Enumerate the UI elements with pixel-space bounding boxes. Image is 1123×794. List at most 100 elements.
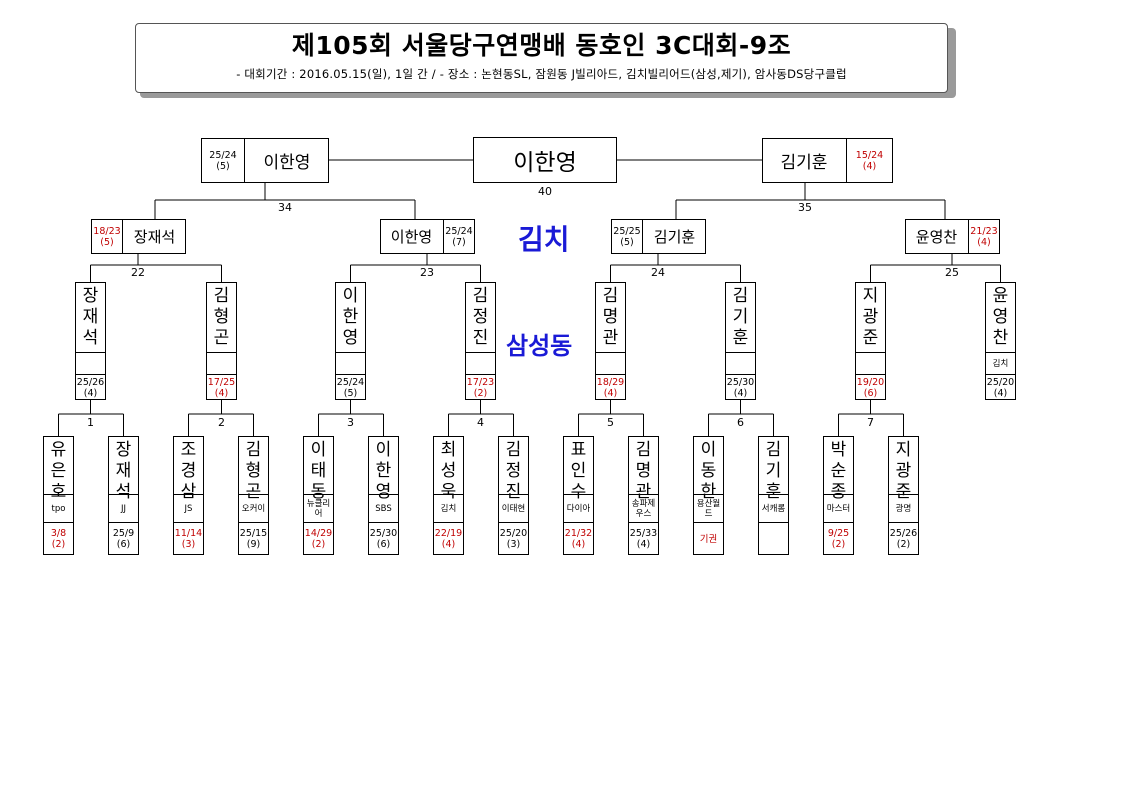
r16-score-7: 19/20(6) — [855, 374, 886, 400]
inning-value: (5) — [343, 387, 358, 399]
quarter-name-2: 이한영 — [390, 228, 433, 246]
r32-score-12 — [758, 522, 789, 555]
r32-name-text: 최성욱 — [440, 440, 457, 502]
quarter-name-3: 김기훈 — [653, 228, 696, 246]
r32-box-6 — [368, 436, 399, 555]
r32-club-6: SBS — [368, 494, 399, 522]
r32-name-text: 표인수 — [570, 440, 587, 502]
r32-name-text: 이한영 — [375, 440, 392, 502]
quarter-score-cell-4 — [968, 219, 1000, 254]
inning-value: (4) — [83, 387, 98, 399]
inning-value: (4) — [733, 387, 748, 399]
inning-value: (5) — [100, 236, 114, 248]
score-value: 25/24 — [336, 376, 365, 388]
r32-name-text: 유은호 — [50, 440, 67, 502]
score-value: 14/29 — [304, 528, 333, 539]
r16-name-text: 김정진 — [472, 286, 489, 348]
r16-name-text: 윤영찬 — [992, 286, 1009, 348]
r16-score-8: 25/20(4) — [985, 374, 1016, 400]
score-value: 9/25 — [827, 528, 850, 539]
r32-name-text: 박순종 — [830, 440, 847, 502]
score-value: 25/33 — [629, 528, 658, 539]
inning-value: (6) — [376, 539, 391, 550]
r32-club-14: 광명 — [888, 494, 919, 522]
r32-score-2: 25/9(6) — [108, 522, 139, 555]
match-number-q4: 25 — [945, 266, 959, 279]
r32-name-4: 김형곤 — [238, 436, 269, 502]
inning-value: (6) — [116, 539, 131, 550]
r32-club-3: JS — [173, 494, 204, 522]
score-value: 25/30 — [726, 376, 755, 388]
semi-score-cell-left — [201, 138, 245, 183]
inning-value: (3) — [506, 539, 521, 550]
score-value: 21/32 — [564, 528, 593, 539]
page-title: 제105회 서울당구연맹배 동호인 3C대회-9조 — [291, 31, 792, 60]
r32-name-13: 박순종 — [823, 436, 854, 502]
r32-name-text: 김정진 — [505, 440, 522, 502]
r16-box-6 — [725, 282, 756, 400]
r16-score-5: 18/29(4) — [595, 374, 626, 400]
r16-name-1: 장재석 — [75, 282, 106, 352]
r32-score-9: 21/32(4) — [563, 522, 594, 555]
score-value: 25/15 — [239, 528, 268, 539]
r32-club-1: tpo — [43, 494, 74, 522]
r16-score-2: 17/25(4) — [206, 374, 237, 400]
inning-value: (4) — [571, 539, 586, 550]
r32-score-5: 14/29(2) — [303, 522, 334, 555]
quarter-score-cell-3 — [611, 219, 643, 254]
inning-value: (4) — [636, 539, 651, 550]
quarter-score-1: 18/23(5) — [91, 219, 123, 254]
r16-score-4: 17/23(2) — [465, 374, 496, 400]
r32-score-8: 25/20(3) — [498, 522, 529, 555]
score-value: 기권 — [699, 533, 718, 545]
champion-name: 이한영 — [513, 150, 577, 176]
r16-box-7 — [855, 282, 886, 400]
r16-name-5: 김명관 — [595, 282, 626, 352]
r16-score-1: 25/26(4) — [75, 374, 106, 400]
match-number-semi-right: 35 — [798, 201, 812, 214]
quarter-score-2: 25/24(7) — [443, 219, 475, 254]
match-number-r16-7: 7 — [867, 416, 874, 429]
r16-box-3 — [335, 282, 366, 400]
r16-club-8: 김치 — [985, 352, 1016, 374]
r32-club-11: 용산월드 — [693, 494, 724, 522]
score-value: 25/26 — [76, 376, 105, 388]
r32-name-11: 이동한 — [693, 436, 724, 502]
r32-name-text: 장재석 — [115, 440, 132, 502]
r32-name-text: 이동한 — [700, 440, 717, 502]
r32-name-6: 이한영 — [368, 436, 399, 502]
score-value: 18/23 — [93, 225, 121, 237]
r32-club-12: 서캐롬 — [758, 494, 789, 522]
quarter-score-cell-1 — [91, 219, 123, 254]
match-number-r16-4: 4 — [477, 416, 484, 429]
r16-name-3: 이한영 — [335, 282, 366, 352]
r16-name-text: 지광준 — [862, 286, 879, 348]
r32-box-9 — [563, 436, 594, 555]
r16-club-7 — [855, 352, 886, 374]
r32-box-10 — [628, 436, 659, 555]
r32-club-10: 송파제우스 — [628, 494, 659, 522]
r32-name-9: 표인수 — [563, 436, 594, 502]
score-value: 25/9 — [112, 528, 135, 539]
score-value: 18/29 — [596, 376, 625, 388]
r16-name-2: 김형곤 — [206, 282, 237, 352]
r32-name-3: 조경삼 — [173, 436, 204, 502]
score-value: 25/20 — [499, 528, 528, 539]
r16-club-1 — [75, 352, 106, 374]
r16-name-4: 김정진 — [465, 282, 496, 352]
inning-value: (2) — [896, 539, 911, 550]
r32-box-2 — [108, 436, 139, 555]
inning-value: (4) — [862, 160, 877, 172]
r32-box-3 — [173, 436, 204, 555]
r16-club-3 — [335, 352, 366, 374]
quarter-score-4: 21/23(4) — [968, 219, 1000, 254]
r16-club-5 — [595, 352, 626, 374]
r16-club-6 — [725, 352, 756, 374]
r32-name-text: 이태동 — [310, 440, 327, 502]
inning-value: (4) — [993, 387, 1008, 399]
semi-score-right: 15/24(4) — [846, 138, 893, 183]
r32-name-14: 지광준 — [888, 436, 919, 502]
r32-club-7: 김치 — [433, 494, 464, 522]
inning-value: (5) — [620, 236, 634, 248]
